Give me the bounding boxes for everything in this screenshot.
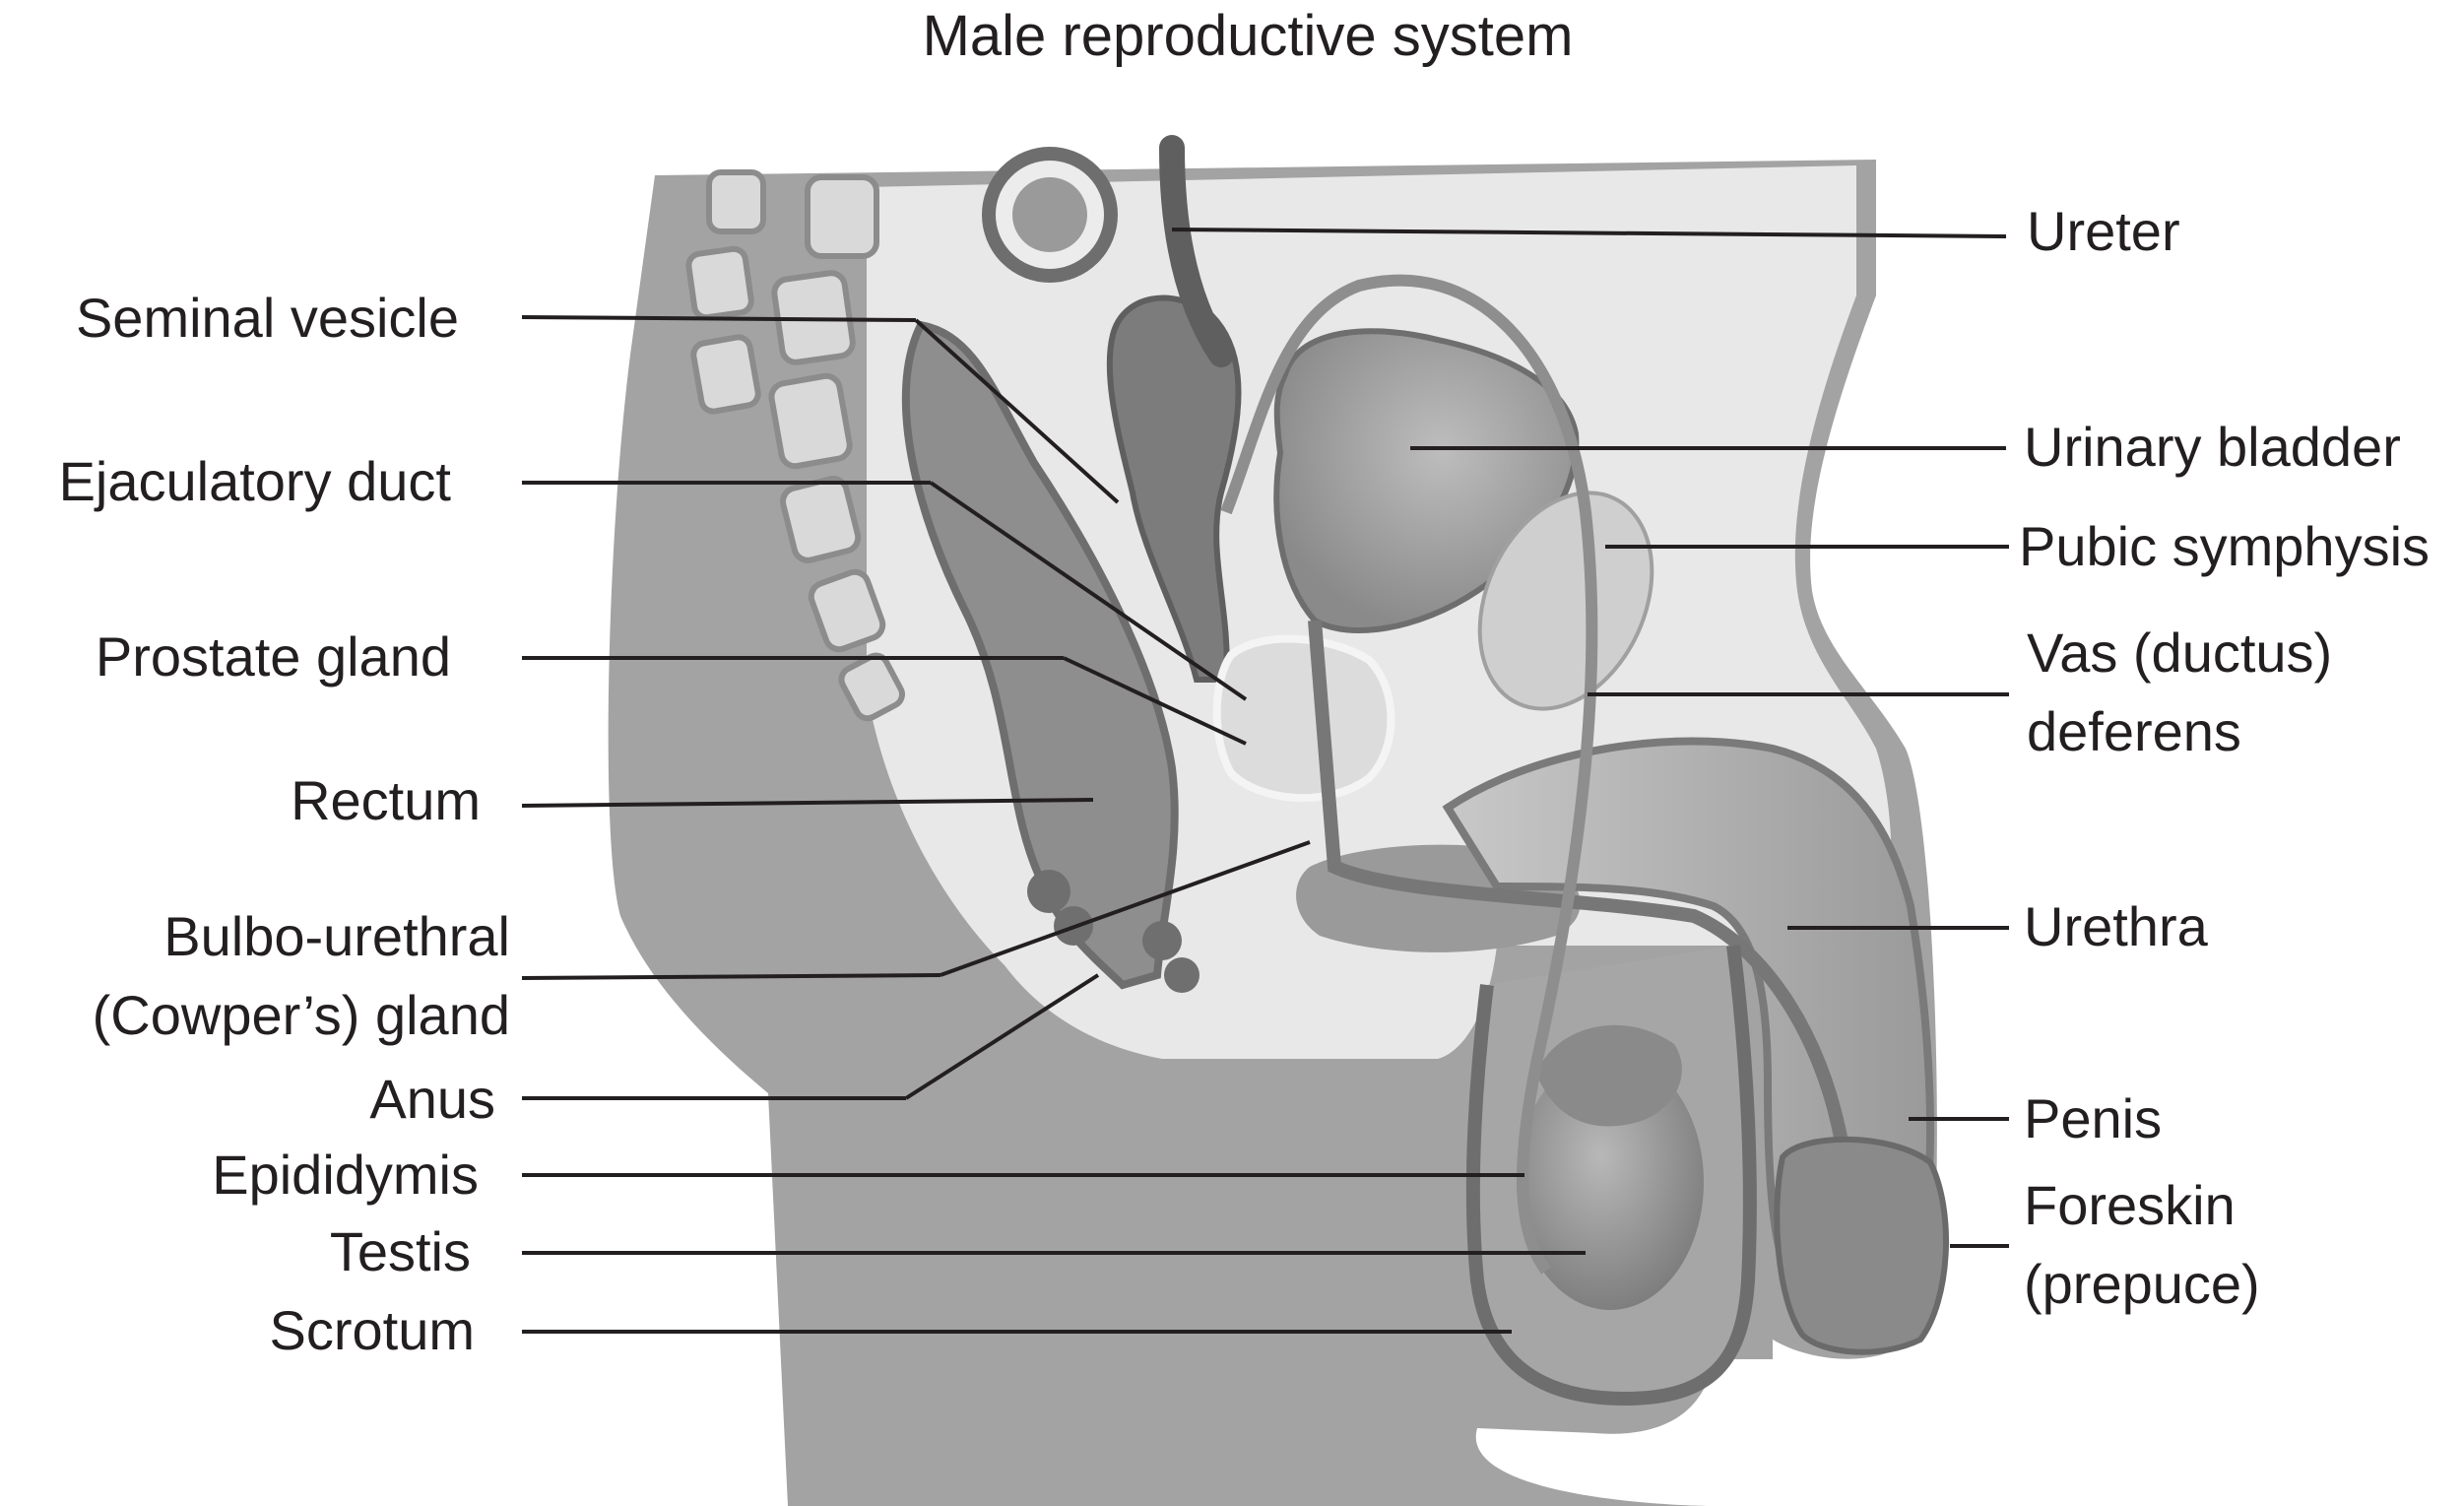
leader-lines (521, 228, 2009, 1334)
ureter (1159, 135, 1234, 367)
label-vas-deferens-1: Vas (ductus) (2027, 622, 2332, 684)
testis (1517, 1054, 1704, 1310)
label-testis: Testis (330, 1220, 471, 1282)
label-penis: Penis (2024, 1087, 2162, 1149)
label-scrotum: Scrotum (270, 1299, 476, 1361)
sacrum (685, 169, 905, 722)
label-foreskin-1: Foreskin (2024, 1174, 2236, 1236)
leader-bulbourethral (521, 973, 941, 980)
diagram-title: Male reproductive system (923, 4, 1574, 68)
label-vas-deferens-2: deferens (2027, 700, 2241, 762)
leader-seminal-vesicle (521, 315, 917, 322)
leader-ureter (1171, 228, 2007, 238)
glans (1774, 1136, 1949, 1355)
vas-deferens (1220, 274, 1598, 1275)
label-urethra: Urethra (2024, 895, 2209, 957)
label-bulbourethral-2: (Cowper’s) gland (93, 984, 510, 1046)
label-seminal-vesicle: Seminal vesicle (76, 287, 459, 349)
left-labels: Seminal vesicle Ejaculatory duct Prostat… (59, 287, 510, 1361)
label-bulbourethral-1: Bulbo-urethral (163, 905, 510, 967)
right-labels: Ureter Urinary bladder Pubic symphysis V… (2019, 200, 2430, 1315)
label-foreskin-2: (prepuce) (2024, 1253, 2260, 1315)
body-illustration (608, 135, 1949, 1506)
colon-loop (982, 147, 1118, 283)
label-ureter: Ureter (2027, 200, 2180, 262)
label-epididymis: Epididymis (212, 1144, 479, 1206)
urethra (1308, 620, 1848, 1145)
bulbourethral-glands (1027, 870, 1200, 993)
prostate-gland (1212, 634, 1395, 803)
label-prostate-gland: Prostate gland (96, 625, 451, 688)
epididymis (1536, 1024, 1682, 1127)
rectum (901, 320, 1179, 990)
label-anus: Anus (369, 1068, 495, 1130)
label-pubic-symphysis: Pubic symphysis (2019, 515, 2430, 577)
label-ejaculatory-duct: Ejaculatory duct (59, 450, 452, 512)
label-rectum: Rectum (291, 769, 481, 831)
leader-rectum (521, 798, 1094, 808)
label-urinary-bladder: Urinary bladder (2024, 416, 2401, 478)
